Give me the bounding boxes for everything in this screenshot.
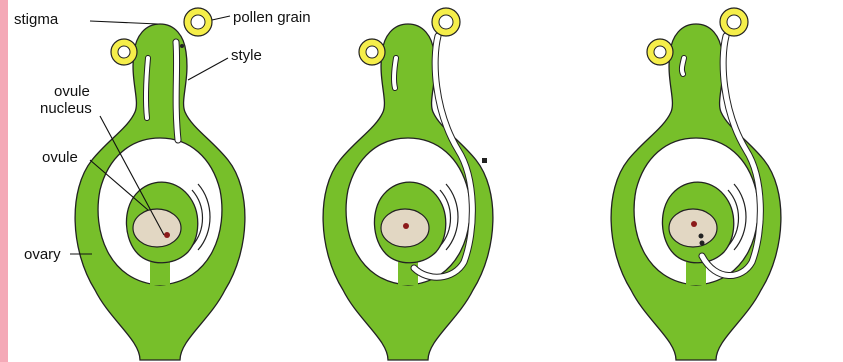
carpel-panel-1 — [75, 8, 245, 360]
label-stigma: stigma — [14, 11, 59, 28]
style-channel-1b — [176, 42, 178, 140]
leader-style — [188, 58, 228, 80]
ovule-nucleus-1 — [164, 232, 170, 238]
leader-stigma — [90, 21, 158, 24]
label-ovule: ovule — [42, 149, 78, 166]
embryo-sac-3 — [669, 209, 717, 247]
label-pollen-grain: pollen grain — [233, 9, 311, 26]
carpel-panel-2 — [323, 8, 493, 360]
label-ovule-nucleus-line1: ovule — [54, 83, 90, 100]
embryo-sac-1 — [133, 209, 181, 247]
leader-pollen — [212, 16, 230, 20]
ovule-stalk-1 — [150, 262, 170, 285]
style-channel-1 — [146, 58, 148, 118]
carpel-panel-3 — [611, 8, 781, 360]
label-ovule-nucleus-line2: nucleus — [40, 100, 92, 117]
label-ovary: ovary — [24, 246, 61, 263]
label-style: style — [231, 47, 262, 64]
